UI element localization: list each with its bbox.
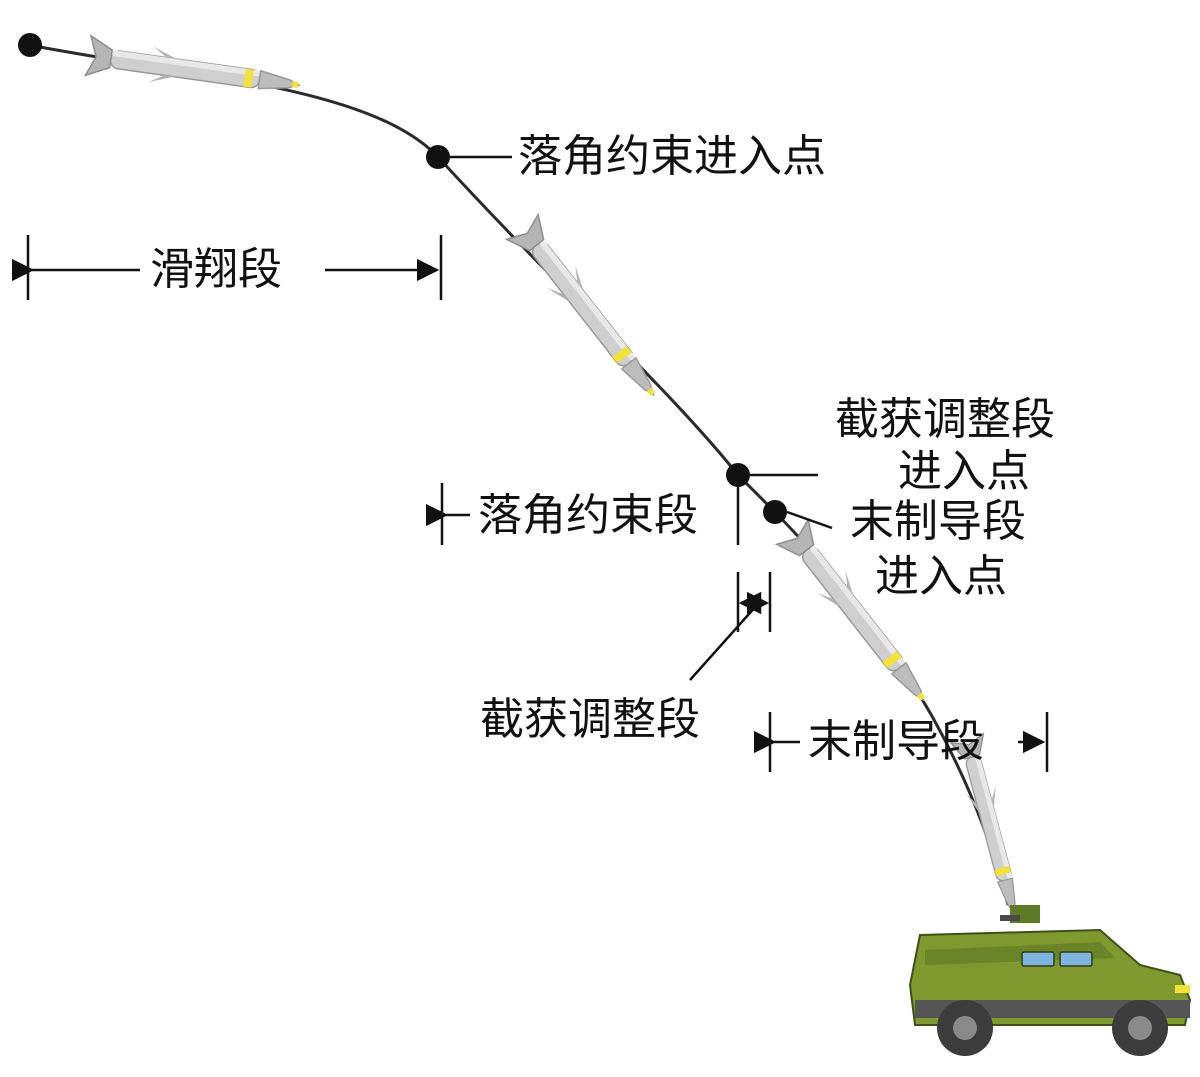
- terminal-entry-point-label-line1: 末制导段: [850, 496, 1026, 547]
- fall-angle-entry-dot: [426, 145, 450, 169]
- missile-icon: [775, 518, 940, 713]
- capture-adjust-entry-dot: [726, 463, 750, 487]
- missile-icon: [84, 35, 303, 106]
- terminal-entry-dot: [763, 500, 787, 524]
- fall-angle-entry-point-label: 落角约束进入点: [518, 131, 826, 182]
- leader-line: [689, 604, 758, 681]
- glide-segment-label: 滑翔段: [150, 244, 282, 295]
- terminal-entry-point-label-line2: 进入点: [875, 551, 1007, 602]
- terminal-segment-label: 末制导段: [808, 716, 984, 767]
- capture-adjust-segment-label: 截获调整段: [480, 694, 700, 745]
- capture-adjust-entry-point-label-line2: 进入点: [898, 446, 1030, 497]
- capture-adjust-entry-point-label-line1: 截获调整段: [835, 394, 1055, 445]
- leader-line: [786, 510, 833, 530]
- start-point: [18, 33, 42, 57]
- missile-icon: [505, 213, 670, 408]
- armored-vehicle-icon: [908, 905, 1192, 1056]
- fall-angle-segment-label: 落角约束段: [478, 490, 698, 541]
